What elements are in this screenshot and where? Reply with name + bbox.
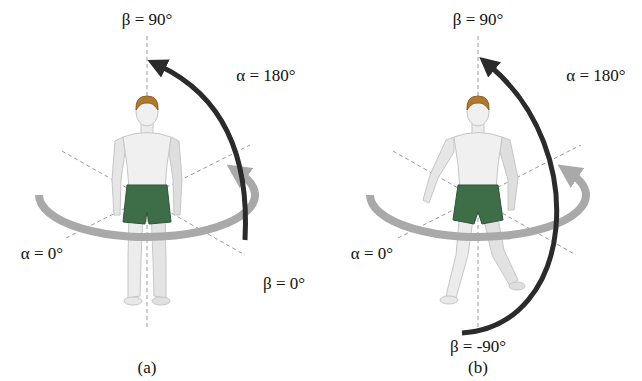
angle-label: β = 0°: [261, 275, 307, 294]
angle-label: α = 0°: [349, 245, 395, 264]
walking-figure: [423, 96, 525, 304]
angle-label: α = 180°: [564, 67, 627, 86]
angle-label: α = 0°: [19, 245, 65, 264]
panel-label: (b): [466, 359, 490, 378]
elevation-arrow: [462, 66, 557, 333]
standing-figure: [112, 96, 182, 305]
angle-label: β = -90°: [448, 338, 508, 357]
angle-label: β = 90°: [451, 11, 506, 30]
angle-label: α = 180°: [234, 67, 297, 86]
angle-label: β = 90°: [120, 11, 175, 30]
elevation-arrow: [160, 66, 245, 240]
panel-label: (a): [136, 359, 159, 378]
panel-a-axes: [62, 36, 250, 330]
azimuth-arrow: [39, 174, 255, 237]
